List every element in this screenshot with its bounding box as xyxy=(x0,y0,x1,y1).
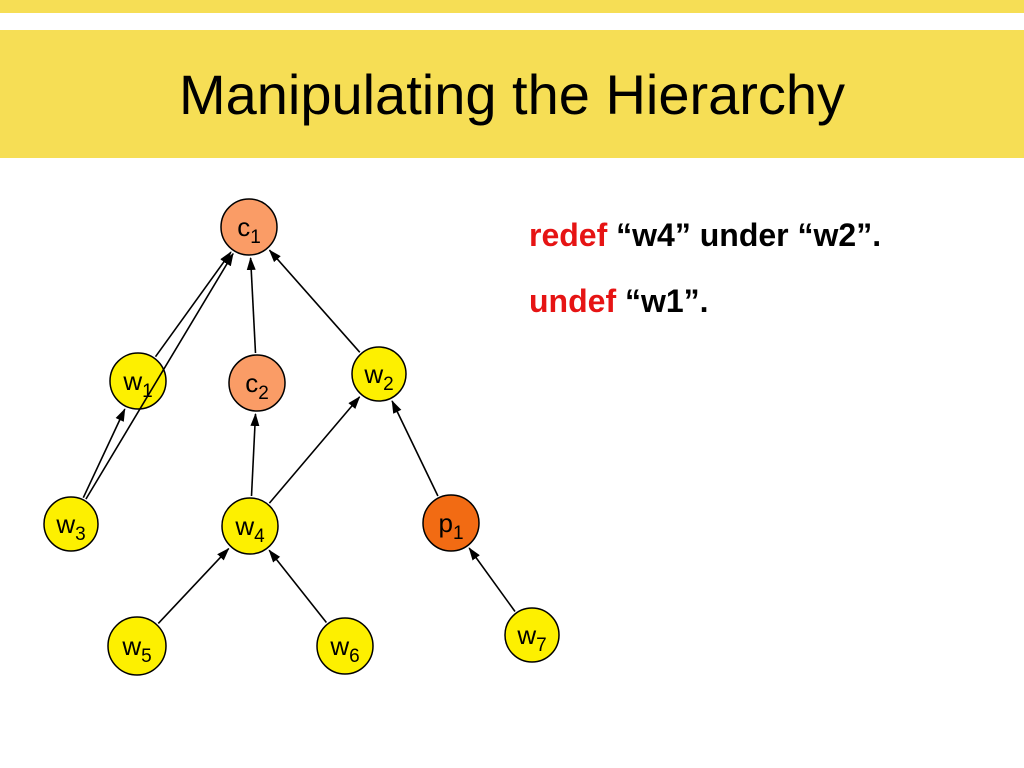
node-c1 xyxy=(220,198,278,256)
node-w2 xyxy=(351,346,407,402)
edges xyxy=(82,249,516,624)
top-accent-strip xyxy=(0,0,1024,13)
node-circles xyxy=(43,198,560,676)
node-w4 xyxy=(221,497,279,555)
edge-w7-p1 xyxy=(468,547,516,612)
command-args-redef: “w4” under “w2”. xyxy=(607,217,882,253)
command-line-redef: redef “w4” under “w2”. xyxy=(529,219,881,251)
command-line-undef: undef “w1”. xyxy=(529,285,881,317)
node-c2 xyxy=(228,354,286,412)
edge-w4-w2 xyxy=(268,396,361,504)
command-keyword-redef: redef xyxy=(529,217,608,253)
edge-w2-c1 xyxy=(268,249,361,353)
edge-w4-c2 xyxy=(250,413,260,497)
node-p1 xyxy=(422,494,480,552)
edge-p1-w2 xyxy=(391,400,439,497)
node-w1 xyxy=(109,352,167,410)
edge-w6-w4 xyxy=(268,549,328,623)
command-annotations: redef “w4” under “w2”. undef “w1”. xyxy=(529,219,881,317)
title-banner: Manipulating the Hierarchy xyxy=(0,30,1024,158)
node-w3 xyxy=(43,496,99,552)
command-args-undef: “w1”. xyxy=(616,283,709,319)
edge-w3-c1 xyxy=(85,252,234,500)
edge-w5-w4 xyxy=(157,547,230,624)
node-w6 xyxy=(316,617,374,675)
edge-c2-c1 xyxy=(246,257,257,354)
slide-title: Manipulating the Hierarchy xyxy=(178,62,846,126)
node-w7 xyxy=(504,607,560,663)
edge-w1-c1 xyxy=(154,251,232,358)
command-keyword-undef: undef xyxy=(529,283,617,319)
edge-w3-w1 xyxy=(82,408,126,499)
node-w5 xyxy=(107,616,167,676)
